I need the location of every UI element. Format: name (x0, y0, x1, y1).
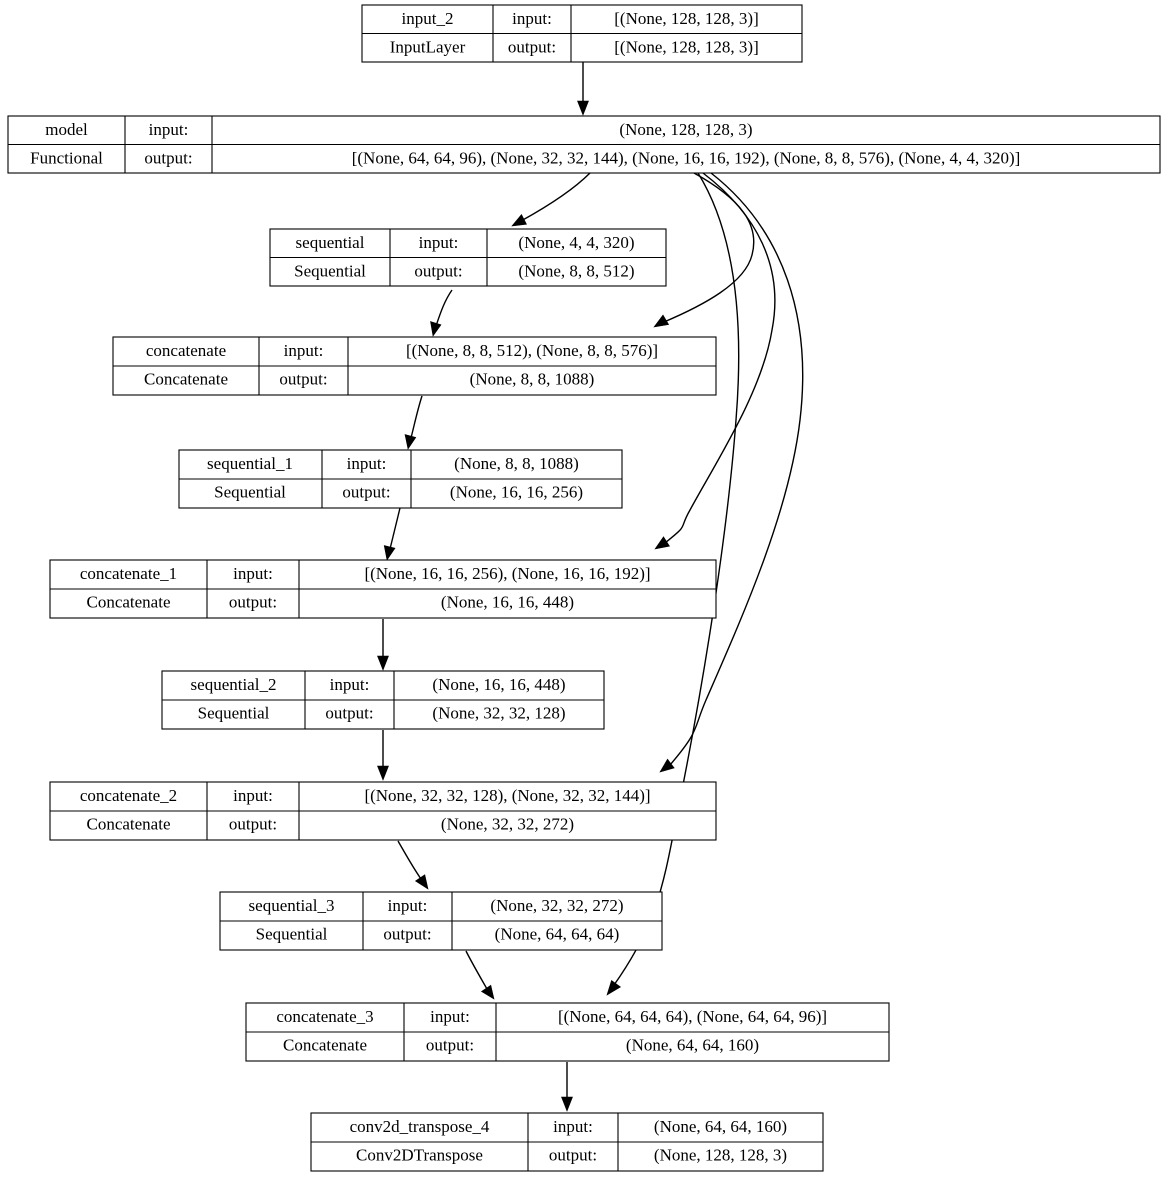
node-sequential_2-output-label: output: (325, 703, 373, 722)
node-sequential_2-output-shape: (None, 32, 32, 128) (432, 703, 565, 722)
edge-concatenate_3-to-conv2d_transpose_4 (561, 1062, 573, 1112)
node-conv2d_transpose_4-input-shape: (None, 64, 64, 160) (654, 1117, 787, 1136)
node-sequential_1-name: sequential_1 (207, 454, 293, 473)
node-concatenate_2-output-shape: (None, 32, 32, 272) (441, 814, 574, 833)
node-sequential_1-class: Sequential (214, 482, 286, 501)
node-concatenate_3-output-shape: (None, 64, 64, 160) (626, 1035, 759, 1054)
node-concatenate_1-output-label: output: (229, 592, 277, 611)
node-model-class: Functional (30, 148, 103, 167)
node-sequential-name: sequential (296, 233, 365, 252)
node-concatenate_1[interactable]: concatenate_1 Concatenate input: output:… (49, 559, 717, 619)
edge-concatenate-to-sequential_1 (404, 395, 423, 450)
node-concatenate_2[interactable]: concatenate_2 Concatenate input: output:… (49, 781, 717, 841)
node-concatenate_3-input-shape: [(None, 64, 64, 64), (None, 64, 64, 96)] (558, 1007, 827, 1026)
node-sequential[interactable]: sequential Sequential input: output: (No… (269, 228, 667, 287)
node-model[interactable]: model Functional input: output: (None, 1… (7, 115, 1161, 174)
node-sequential_2-input-label: input: (330, 675, 370, 694)
node-input_2-input-label: input: (512, 9, 552, 28)
node-concatenate-output-shape: (None, 8, 8, 1088) (470, 369, 595, 388)
node-concatenate[interactable]: concatenate Concatenate input: output: [… (112, 336, 717, 396)
node-sequential_3-class: Sequential (256, 924, 328, 943)
node-conv2d_transpose_4-output-label: output: (549, 1145, 597, 1164)
node-sequential-input-label: input: (419, 233, 459, 252)
node-conv2d_transpose_4-input-label: input: (553, 1117, 593, 1136)
edge-sequential_2-to-concatenate_2 (377, 730, 389, 781)
node-sequential_2[interactable]: sequential_2 Sequential input: output: (… (161, 670, 605, 730)
node-sequential_3-output-shape: (None, 64, 64, 64) (495, 924, 620, 943)
node-concatenate_2-input-shape: [(None, 32, 32, 128), (None, 32, 32, 144… (364, 786, 650, 805)
node-sequential_1[interactable]: sequential_1 Sequential input: output: (… (178, 449, 623, 509)
node-concatenate_3-name: concatenate_3 (276, 1007, 373, 1026)
edge-sequential-to-concatenate (430, 289, 453, 337)
node-model-output-shape: [(None, 64, 64, 96), (None, 32, 32, 144)… (352, 148, 1021, 167)
node-concatenate-class: Concatenate (144, 369, 228, 388)
edge-concatenate_1-to-sequential_2 (377, 619, 389, 671)
node-model-input-label: input: (149, 120, 189, 139)
node-sequential-output-label: output: (414, 261, 462, 280)
node-sequential_1-output-label: output: (342, 482, 390, 501)
node-conv2d_transpose_4-class: Conv2DTranspose (356, 1145, 483, 1164)
node-sequential-class: Sequential (294, 261, 366, 280)
node-concatenate_1-input-label: input: (233, 564, 273, 583)
node-input_2-name: input_2 (402, 9, 454, 28)
node-sequential-input-shape: (None, 4, 4, 320) (518, 233, 634, 252)
node-concatenate_2-name: concatenate_2 (80, 786, 177, 805)
node-concatenate_1-name: concatenate_1 (80, 564, 177, 583)
node-concatenate_3-output-label: output: (426, 1035, 474, 1054)
node-input_2-class: InputLayer (390, 37, 466, 56)
edge-model-to-sequential (511, 172, 591, 227)
node-concatenate-input-shape: [(None, 8, 8, 512), (None, 8, 8, 576)] (406, 341, 658, 360)
node-concatenate-output-label: output: (279, 369, 327, 388)
node-concatenate_1-class: Concatenate (86, 592, 170, 611)
node-concatenate-name: concatenate (146, 341, 226, 360)
node-concatenate-input-label: input: (284, 341, 324, 360)
edge-model-to-concatenate_1 (654, 172, 776, 550)
node-sequential_2-input-shape: (None, 16, 16, 448) (432, 675, 565, 694)
node-conv2d_transpose_4-output-shape: (None, 128, 128, 3) (654, 1145, 787, 1164)
node-model-name: model (45, 120, 88, 139)
node-concatenate_2-class: Concatenate (86, 814, 170, 833)
node-sequential_1-input-shape: (None, 8, 8, 1088) (454, 454, 579, 473)
node-concatenate_2-output-label: output: (229, 814, 277, 833)
edge-input_2-to-model (577, 62, 589, 116)
node-sequential_3-output-label: output: (383, 924, 431, 943)
node-input_2-output-label: output: (508, 37, 556, 56)
edge-sequential_1-to-concatenate_1 (383, 507, 401, 561)
node-concatenate_2-input-label: input: (233, 786, 273, 805)
node-sequential_1-input-label: input: (347, 454, 387, 473)
node-sequential_2-name: sequential_2 (191, 675, 277, 694)
node-conv2d_transpose_4-name: conv2d_transpose_4 (350, 1117, 490, 1136)
node-model-input-shape: (None, 128, 128, 3) (619, 120, 752, 139)
edge-concatenate_2-to-sequential_3 (397, 840, 429, 890)
node-sequential_2-class: Sequential (198, 703, 270, 722)
node-sequential_3-input-label: input: (388, 896, 428, 915)
node-concatenate_3-class: Concatenate (283, 1035, 367, 1054)
node-input_2[interactable]: input_2 InputLayer input: output: [(None… (361, 4, 803, 63)
node-sequential_3[interactable]: sequential_3 Sequential input: output: (… (219, 891, 663, 951)
node-concatenate_1-input-shape: [(None, 16, 16, 256), (None, 16, 16, 192… (364, 564, 650, 583)
node-input_2-output-shape: [(None, 128, 128, 3)] (614, 37, 758, 56)
node-sequential-output-shape: (None, 8, 8, 512) (518, 261, 634, 280)
node-concatenate_3-input-label: input: (430, 1007, 470, 1026)
node-concatenate_1-output-shape: (None, 16, 16, 448) (441, 592, 574, 611)
node-conv2d_transpose_4[interactable]: conv2d_transpose_4 Conv2DTranspose input… (310, 1112, 824, 1172)
node-model-output-label: output: (144, 148, 192, 167)
node-sequential_1-output-shape: (None, 16, 16, 256) (450, 482, 583, 501)
node-input_2-input-shape: [(None, 128, 128, 3)] (614, 9, 758, 28)
edge-sequential_3-to-concatenate_3 (465, 950, 495, 1000)
edge-model-to-concatenate (653, 172, 755, 328)
node-concatenate_3[interactable]: concatenate_3 Concatenate input: output:… (245, 1002, 890, 1062)
node-sequential_3-name: sequential_3 (249, 896, 335, 915)
edge-model-to-concatenate_2 (659, 172, 804, 773)
node-sequential_3-input-shape: (None, 32, 32, 272) (490, 896, 623, 915)
